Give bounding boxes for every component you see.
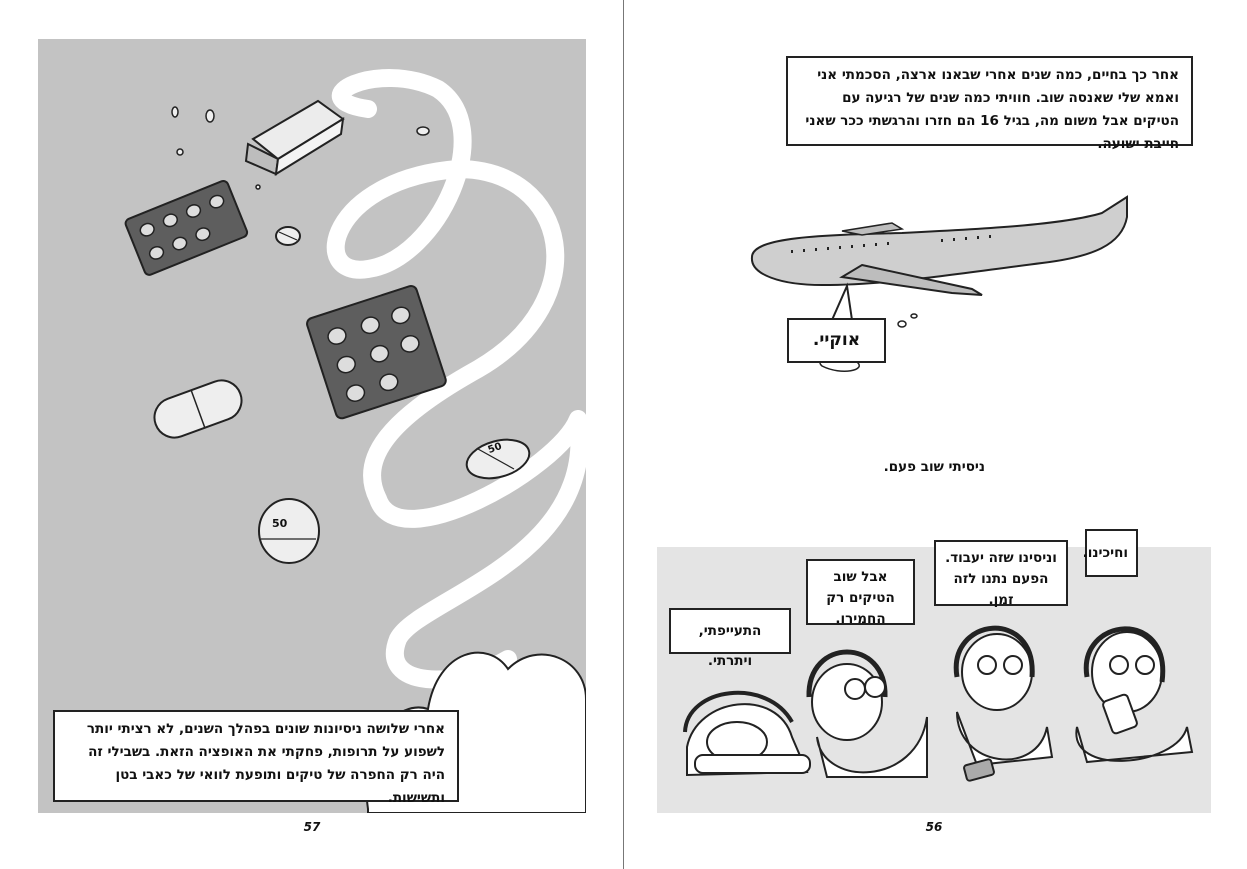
panel-caption-4: התעייפתי, ויתרתי. [669, 608, 791, 669]
panel-caption-1: וחיכינו. [1083, 529, 1138, 577]
small-tablet [275, 226, 301, 246]
pill-label-2: 50 [272, 517, 288, 530]
panel-caption-2: וניסינו שזה יעבוד. הפעם נתנו לזה זמן. [934, 540, 1068, 608]
panel-caption-3: אבל שוב הטיקים רק החמירו. [806, 559, 915, 627]
left-caption-box: אחרי שלושה ניסיונות שונים בפהלך השנים, ל… [53, 710, 459, 806]
medicine-box [244, 99, 345, 176]
round-tablet-2 [258, 498, 320, 564]
page-gutter [623, 0, 624, 869]
characters-illustration [683, 625, 1194, 782]
airplane-illustration [750, 195, 1128, 296]
capsule-pill [153, 379, 243, 439]
page-number-left: 57 [303, 820, 321, 834]
blister-pack-large [306, 285, 447, 420]
page-number-right: 56 [925, 820, 943, 834]
narration-text: ניסיתי שוב פעם. [883, 459, 985, 475]
left-panel: 50 50 [38, 39, 586, 813]
right-caption-box: אחר כך בחיים, כמה שנים אחרי שבאנו ארצה, … [786, 56, 1193, 152]
bottom-panel [657, 547, 1211, 813]
pills-illustration [124, 69, 586, 813]
speech-bubble: אוקיי. [787, 318, 886, 363]
blister-pack-small [124, 179, 249, 276]
round-tablet-1 [465, 438, 531, 480]
